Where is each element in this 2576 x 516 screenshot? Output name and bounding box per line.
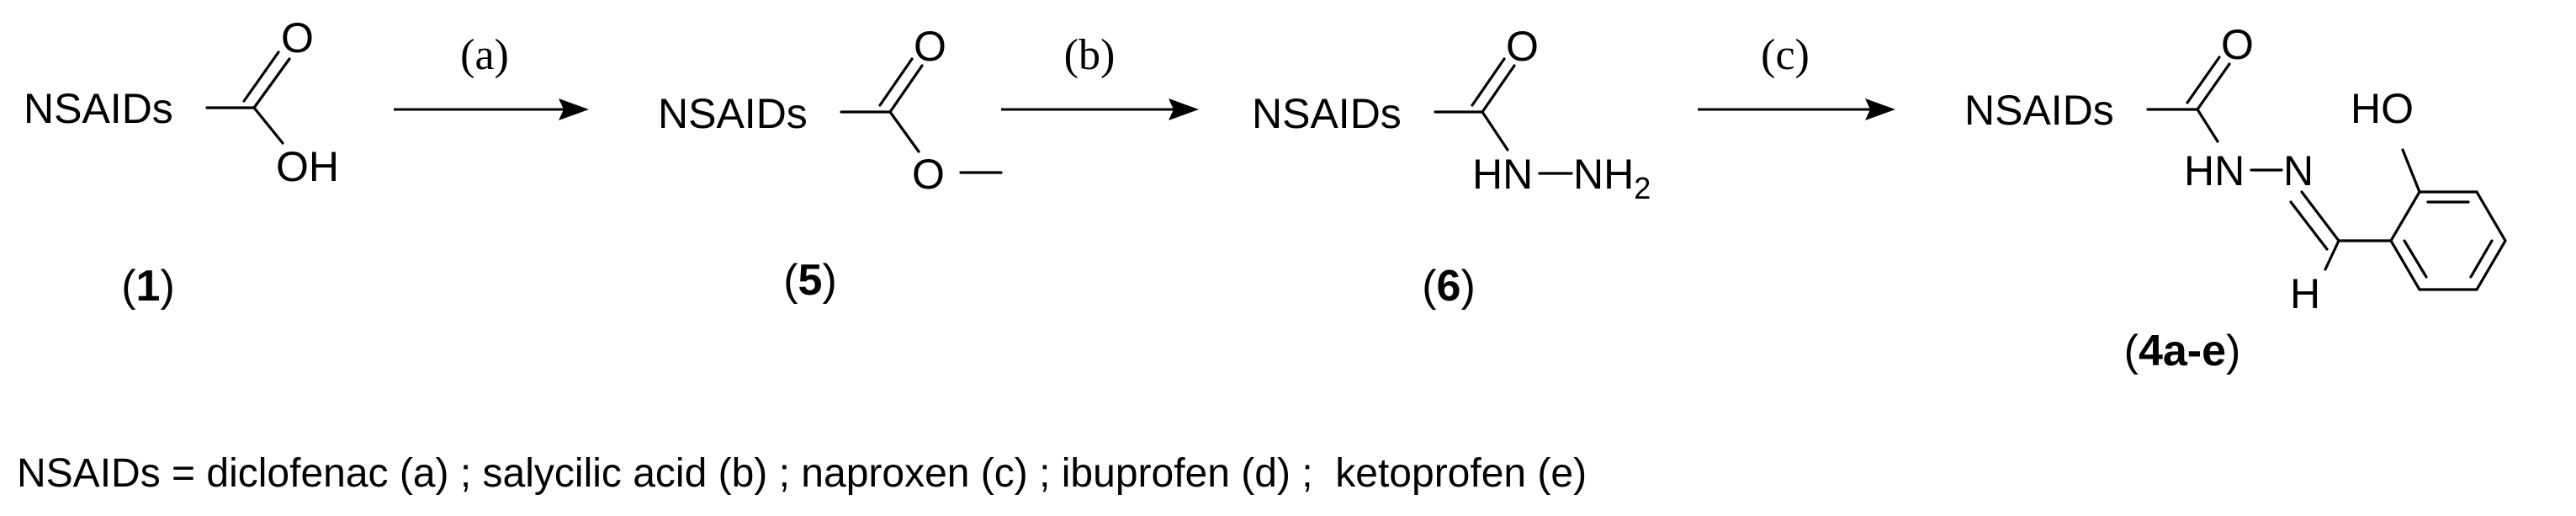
- compound-4-benzene-ring: [2389, 190, 2507, 291]
- compound-1-carbonyl-o: O: [281, 14, 314, 61]
- compound-1-number: (1): [121, 262, 175, 311]
- compound-4-carbonyl-o: O: [2221, 21, 2254, 68]
- compound-5-bond-c-o-double-b: [878, 57, 914, 107]
- compound-5-ester-o: O: [912, 151, 945, 198]
- compound-4-bond-c-o-double-b: [2186, 56, 2221, 104]
- compound-4-ring-double-2: [2469, 239, 2494, 279]
- compound-4-bond-n-ch-double-b: [2289, 200, 2329, 251]
- compound-5-group-label: NSAIDs: [658, 90, 808, 137]
- arrow-b-head: [1169, 98, 1199, 120]
- nsaids-legend: NSAIDs = diclofenac (a) ; salycilic acid…: [17, 451, 1587, 496]
- compound-1-bond-c-o-double-a: [252, 57, 291, 109]
- compound-1-group-label: NSAIDs: [24, 85, 173, 132]
- arrow-step-c: (c): [1698, 31, 1895, 120]
- compound-4-bond-n-ch-double-a: [2300, 190, 2340, 242]
- compound-6-number: (6): [1422, 262, 1476, 311]
- compound-5-bond-c-o-double-a: [888, 64, 924, 114]
- compound-4-bond-c-o-double-a: [2196, 62, 2231, 111]
- compound-4-group-label: NSAIDs: [1964, 87, 2114, 134]
- arrow-step-b: (b): [1001, 31, 1199, 120]
- compound-6-nh2: NH2: [1573, 151, 1651, 205]
- compound-5-number: (5): [783, 256, 837, 305]
- compound-1-hydroxyl: OH: [276, 143, 339, 190]
- compound-4-number: (4a-e): [2124, 327, 2241, 375]
- compound-4-bond-ch-h: [2324, 239, 2340, 271]
- compound-4-bond-c-n: [2196, 108, 2219, 143]
- compound-6-bond-c-n: [1481, 110, 1509, 152]
- compound-4-phenol-ho: HO: [2351, 85, 2414, 132]
- step-c-label: (c): [1761, 31, 1810, 79]
- compound-1: NSAIDs O OH (1): [24, 14, 339, 311]
- arrow-step-a: (a): [394, 31, 589, 120]
- compound-4-hn: HN: [2184, 147, 2245, 194]
- compound-5-bond-c-o-ester: [888, 110, 920, 153]
- arrow-a-head: [559, 98, 589, 120]
- compound-1-bond-c-o-double-b: [242, 51, 280, 103]
- arrow-c-head: [1865, 98, 1895, 120]
- compound-6-bond-c-o-double-b: [1471, 57, 1506, 107]
- compound-4-h: H: [2290, 270, 2320, 317]
- compound-6-nh: HN: [1472, 151, 1533, 198]
- compound-5: NSAIDs O O (5): [658, 23, 1003, 305]
- compound-6-carbonyl-o: O: [1506, 23, 1539, 70]
- step-b-label: (b): [1064, 31, 1116, 79]
- compound-6-bond-c-o-double-a: [1481, 64, 1516, 114]
- compound-4-imine-n: N: [2283, 147, 2314, 194]
- compound-5-carbonyl-o: O: [914, 23, 946, 70]
- compound-6: NSAIDs O HN NH2 (6): [1252, 23, 1651, 311]
- compound-4-bond-ring-oh: [2401, 148, 2421, 194]
- step-a-label: (a): [460, 31, 509, 79]
- compound-4-ring-double-3: [2403, 239, 2428, 279]
- compound-6-group-label: NSAIDs: [1252, 90, 1402, 137]
- compound-4a-e: NSAIDs O HN N H HO (4a-e): [1964, 21, 2507, 375]
- compound-1-bond-c-oh: [252, 106, 284, 145]
